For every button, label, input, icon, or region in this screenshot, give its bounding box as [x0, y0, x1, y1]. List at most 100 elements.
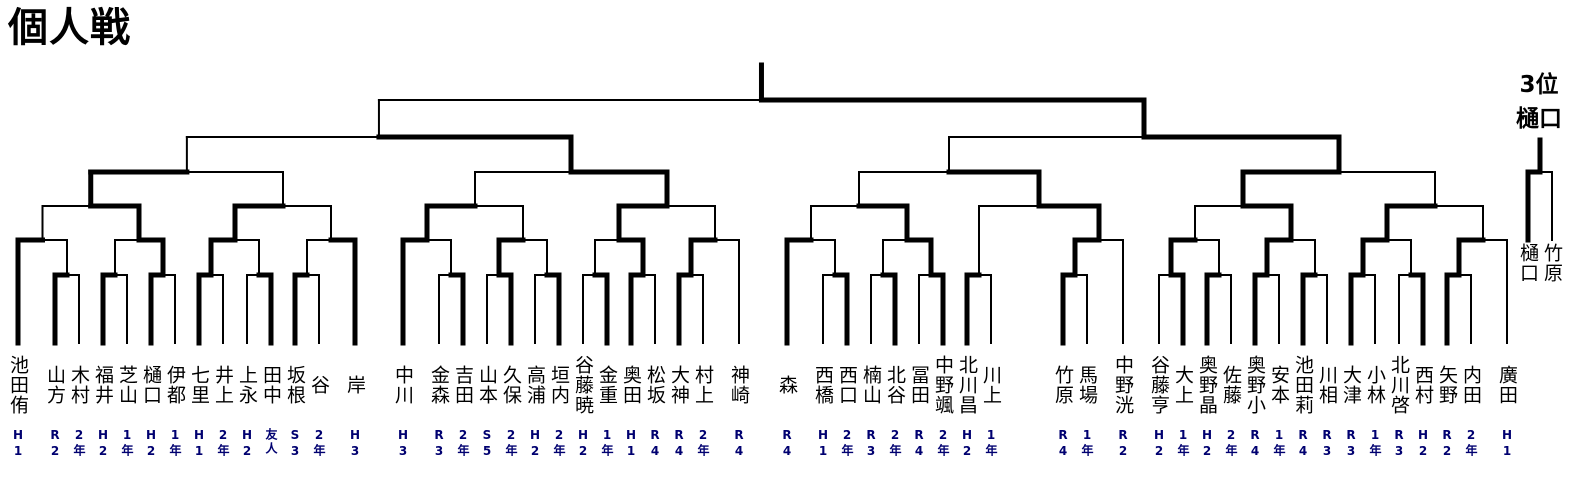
player-tag: H3 — [396, 428, 410, 460]
player-name: 廣田 — [1496, 365, 1518, 405]
player-tag: 1年 — [1080, 428, 1094, 458]
player-name: 森 — [776, 375, 798, 395]
player-tag: H2 — [144, 428, 158, 460]
player-name: 谷藤亨 — [1148, 355, 1170, 415]
player-tag: R4 — [780, 428, 794, 460]
player-tag: 友人 — [264, 428, 278, 456]
player-name: 芝山 — [116, 365, 138, 405]
player-name: 田中 — [260, 365, 282, 405]
player-tag: S3 — [288, 428, 302, 460]
player-name: 伊都 — [164, 365, 186, 405]
player-tag: H1 — [192, 428, 206, 460]
player-tag: 1年 — [1272, 428, 1286, 458]
player-tag: R4 — [648, 428, 662, 460]
player-name: 木村 — [68, 365, 90, 405]
player-name: 冨田 — [908, 365, 930, 405]
player-tag: 2年 — [1224, 428, 1238, 458]
player-name: 北谷 — [884, 365, 906, 405]
player-tag: 1年 — [600, 428, 614, 458]
player-name: 金森 — [428, 365, 450, 405]
player-tag: R4 — [732, 428, 746, 460]
player-tag: H2 — [1416, 428, 1430, 460]
player-name: 西口 — [836, 365, 858, 405]
player-name: 岸 — [344, 375, 366, 395]
player-name: 矢野 — [1436, 365, 1458, 405]
player-name: 松坂 — [644, 365, 666, 405]
player-tag: R4 — [1248, 428, 1262, 460]
player-tag: H1 — [816, 428, 830, 460]
player-tag: R4 — [912, 428, 926, 460]
player-tag: 2年 — [888, 428, 902, 458]
third-place-winner: 樋口 — [1516, 106, 1562, 132]
player-tag: 2年 — [840, 428, 854, 458]
player-name: 吉田 — [452, 365, 474, 405]
player-tag: R3 — [1344, 428, 1358, 460]
player-tag: R3 — [864, 428, 878, 460]
player-tag: H2 — [576, 428, 590, 460]
player-name: 上永 — [236, 365, 258, 405]
player-name: 大神 — [668, 365, 690, 405]
player-tag: 1年 — [120, 428, 134, 458]
player-name: 樋口 — [140, 365, 162, 405]
player-name: 垣内 — [548, 365, 570, 405]
player-name: 七里 — [188, 365, 210, 405]
player-tag: H2 — [528, 428, 542, 460]
player-tag: R2 — [48, 428, 62, 460]
player-tag: H2 — [960, 428, 974, 460]
player-tag: H1 — [1500, 428, 1514, 460]
player-name: 中野颯 — [932, 355, 954, 415]
player-tag: 2年 — [696, 428, 710, 458]
player-name: 山方 — [44, 365, 66, 405]
player-name: 奥野小 — [1244, 355, 1266, 415]
player-tag: 1年 — [984, 428, 998, 458]
player-tag: H3 — [348, 428, 362, 460]
player-tag: 2年 — [936, 428, 950, 458]
player-name: 楠山 — [860, 365, 882, 405]
third-place-result: 3位 樋口 — [1508, 68, 1570, 136]
player-tag: 2年 — [72, 428, 86, 458]
player-name: 佐藤 — [1220, 365, 1242, 405]
player-name: 大津 — [1340, 365, 1362, 405]
player-tag: R2 — [1440, 428, 1454, 460]
player-name: 村上 — [692, 365, 714, 405]
player-tag: R3 — [1320, 428, 1334, 460]
player-name: 福井 — [92, 365, 114, 405]
player-name: 池田侑 — [7, 355, 29, 415]
player-name: 中川 — [392, 365, 414, 405]
player-tag: S5 — [480, 428, 494, 460]
player-tag: H2 — [1200, 428, 1214, 460]
player-name: 安本 — [1268, 365, 1290, 405]
player-name: 井上 — [212, 365, 234, 405]
player-name: 北川啓 — [1388, 355, 1410, 415]
player-name: 川相 — [1316, 365, 1338, 405]
player-tag: R3 — [1392, 428, 1406, 460]
player-tag: R3 — [432, 428, 446, 460]
player-tag: H1 — [624, 428, 638, 460]
player-name: 神崎 — [728, 365, 750, 405]
player-tag: R4 — [672, 428, 686, 460]
player-tag: H2 — [240, 428, 254, 460]
player-name: 谷 — [308, 375, 330, 395]
third-place-player: 竹原 — [1541, 243, 1563, 283]
player-name: 金重 — [596, 365, 618, 405]
player-name: 奥野晶 — [1196, 355, 1218, 415]
player-tag: R4 — [1056, 428, 1070, 460]
player-name: 内田 — [1460, 365, 1482, 405]
player-tag: H2 — [96, 428, 110, 460]
player-name: 竹原 — [1052, 365, 1074, 405]
player-tag: H2 — [1152, 428, 1166, 460]
player-name: 西村 — [1412, 365, 1434, 405]
player-name: 池田莉 — [1292, 355, 1314, 415]
player-tag: 2年 — [552, 428, 566, 458]
player-name: 坂根 — [284, 365, 306, 405]
player-name: 中野洸 — [1112, 355, 1134, 415]
player-name: 谷藤暁 — [572, 355, 594, 415]
player-name: 高浦 — [524, 365, 546, 405]
player-tag: R2 — [1116, 428, 1130, 460]
player-name: 北川昌 — [956, 355, 978, 415]
player-tag: 2年 — [504, 428, 518, 458]
player-tag: 2年 — [456, 428, 470, 458]
player-name: 久保 — [500, 365, 522, 405]
player-tag: 2年 — [216, 428, 230, 458]
